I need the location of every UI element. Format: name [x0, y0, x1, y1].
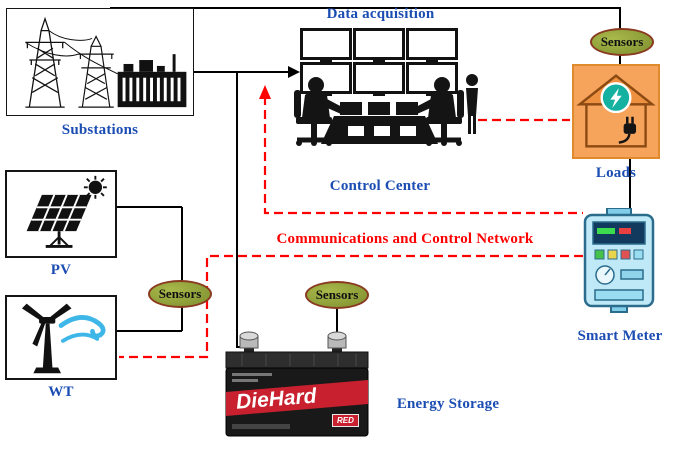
comms-lines [119, 96, 583, 359]
wind-turbine-icon [21, 303, 106, 374]
panel-stand [45, 231, 73, 248]
standing-person-icon [466, 74, 478, 134]
solar-panel-icon [26, 175, 107, 248]
data-acquisition-label: Data acquisition [326, 6, 435, 22]
power-line-storage-bus [236, 72, 246, 348]
operator-silhouette-icon [294, 77, 344, 146]
comms-arrowhead-up [259, 85, 271, 99]
wind-icon [58, 315, 106, 343]
monitor-icon [300, 28, 352, 60]
control-center-illustration [294, 74, 478, 146]
wt-box [5, 295, 117, 380]
loads-box [572, 64, 660, 159]
sensor-label: Sensors [315, 287, 359, 302]
sensor-badge-pv-wt: Sensors [148, 280, 212, 308]
smart-meter-label: Smart Meter [577, 328, 663, 344]
sensor-badge-storage: Sensors [305, 281, 369, 309]
pv-label: PV [50, 262, 72, 278]
substations-illustration [25, 16, 187, 108]
control-center-label: Control Center [329, 178, 431, 194]
pv-box [5, 170, 117, 258]
data-acquisition-monitors [300, 28, 459, 96]
battery-terminal [239, 331, 259, 354]
power-wires [25, 30, 118, 75]
monitor-icon [406, 62, 458, 94]
turbine-body [21, 303, 72, 374]
monitor-icon [406, 28, 458, 60]
comms-line-meter-wt [119, 254, 583, 359]
plug-icon [618, 116, 637, 144]
battery-red-band [226, 380, 368, 416]
network-label: Communications and Control Network [276, 231, 534, 247]
transmission-tower-icon [78, 35, 114, 108]
substation-building-icon [117, 54, 187, 108]
smart-meter-icon [583, 208, 655, 313]
energy-storage-label: Energy Storage [396, 396, 500, 412]
arrowhead-into-control-center [288, 66, 300, 78]
sensor-label: Sensors [600, 34, 644, 49]
smart-meter-box [583, 208, 655, 313]
battery-terminal [327, 331, 347, 354]
console-icon [321, 102, 438, 144]
house-icon [576, 74, 656, 148]
monitor-icon [353, 28, 405, 60]
comms-line-control-meter [263, 96, 583, 215]
wt-label: WT [48, 384, 74, 400]
sensor-label: Sensors [158, 286, 202, 301]
panel-grid [31, 194, 87, 232]
substations-label: Substations [61, 122, 139, 138]
battery-icon: DieHard RED [222, 326, 372, 440]
battery-series-text: RED [332, 414, 359, 427]
sensor-badge-loads: Sensors [590, 28, 654, 56]
lightning-icon [610, 88, 622, 109]
monitor-icon [353, 62, 405, 94]
monitor-icon [300, 62, 352, 94]
loads-label: Loads [595, 165, 637, 181]
transmission-tower-icon [25, 16, 65, 108]
substations-box [6, 8, 194, 116]
operator-silhouette-icon [414, 77, 464, 146]
